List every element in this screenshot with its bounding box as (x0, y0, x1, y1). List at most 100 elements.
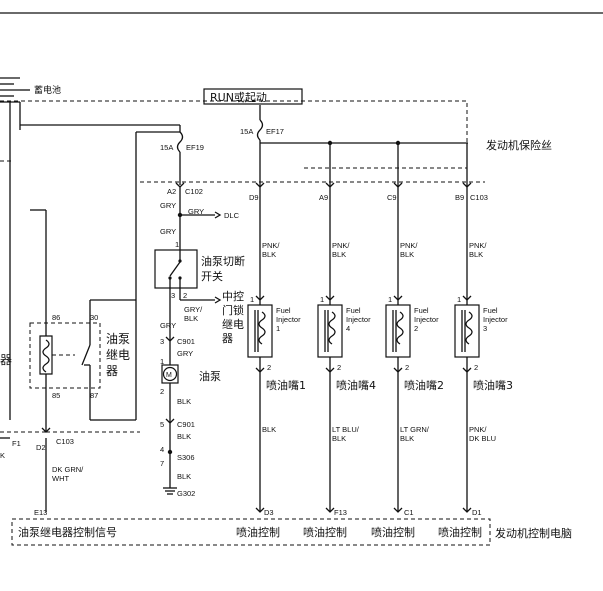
conn-c103-top: C103 (470, 193, 488, 202)
conn-f1: F1 (12, 439, 21, 448)
injector-name-cn: 喷油嘴2 (404, 378, 444, 392)
conn-c102: C102 (185, 187, 203, 196)
injector-body (454, 304, 480, 358)
relay-label-3: 器 (106, 364, 118, 378)
lock-relay-label-4: 器 (222, 332, 233, 345)
battery-label: 蓄电池 (34, 84, 61, 96)
injector-ecm-chevron (255, 507, 265, 513)
injector-top-wire: PNK/ (332, 241, 350, 250)
injector-bottom-wire-2: BLK (400, 434, 414, 443)
conn-c901: C901 (177, 337, 195, 346)
ecm-inj-ctrl-3: 喷油控制 (371, 525, 415, 539)
relay-label-2: 继电 (106, 348, 130, 362)
injector-top-wire-2: BLK (469, 250, 483, 259)
relay-pin-85: 85 (52, 391, 60, 400)
wire-gry-2: GRY (160, 227, 176, 236)
injector-name-en-2: Injector (483, 315, 508, 324)
ecm-inj-ctrl-1: 喷油控制 (236, 525, 280, 539)
injectors-group: PNK/BLK1FuelInjector12喷油嘴1BLKPNK/BLK1Fue… (247, 241, 513, 513)
battery-symbol (0, 77, 30, 103)
ef17-label: EF17 (266, 127, 284, 136)
injector-pin-bottom: 2 (405, 363, 409, 372)
injector-name-en: Fuel (346, 306, 361, 315)
injector-pin-top: 1 (250, 295, 254, 304)
ground-g302-symbol (163, 487, 177, 495)
wire-dk-grn: DK GRN/ (52, 465, 84, 474)
injector-ecm-chevron (393, 507, 403, 513)
conn-a2: A2 (167, 187, 176, 196)
lock-relay-label-2: 门锁 (222, 303, 244, 317)
lock-relay-label-1: 中控 (222, 289, 244, 303)
wire-gry-dlc: GRY (188, 207, 204, 216)
injector-name-en: Fuel (483, 306, 498, 315)
injector-name-en-2: Injector (346, 315, 371, 324)
relay-pin-30: 30 (90, 313, 98, 322)
pump-motor-m: M (166, 372, 172, 379)
injector-pin-top: 1 (320, 295, 324, 304)
fuse-box-label: 发动机保险丝 (486, 138, 552, 152)
wire-blk-3: BLK (177, 472, 191, 481)
dlc-arrow (214, 211, 222, 219)
wire-blk-2: BLK (177, 432, 191, 441)
cutoff-switch-box (154, 249, 198, 289)
injector-coil (328, 311, 336, 345)
ef19-label: EF19 (186, 143, 204, 152)
relay-box (29, 322, 101, 389)
pin-5: 5 (160, 420, 164, 429)
fuse-ef17 (256, 105, 468, 144)
injector-name-cn: 喷油嘴4 (336, 378, 376, 392)
injector-body (317, 304, 343, 358)
injector-coil (465, 311, 473, 345)
injector-name-en: Fuel (414, 306, 429, 315)
ecm-inj-ctrl-4: 喷油控制 (438, 525, 482, 539)
ecm-label: 发动机控制电脑 (495, 526, 572, 540)
injector-feeds (259, 140, 468, 300)
fuse-ef19 (176, 131, 184, 185)
injector-top-wire-2: BLK (400, 250, 414, 259)
wire-gry-blk-1: GRY/ (184, 305, 203, 314)
injector-coil (396, 311, 404, 345)
relay-pin-86: 86 (52, 313, 60, 322)
injector-bottom-wire: BLK (262, 425, 276, 434)
c901-chevron (165, 336, 175, 342)
wire-wht: WHT (52, 474, 69, 483)
left-wire-k: K (0, 451, 5, 460)
pin-7: 7 (160, 459, 164, 468)
switch-pin-3: 3 (171, 291, 175, 300)
wire-blk-1: BLK (177, 397, 191, 406)
injector-bottom-wire: LT GRN/ (400, 425, 430, 434)
conn-d2: D2 (36, 443, 46, 452)
fuse-box-outline (0, 100, 485, 183)
run-label: RUN或起动 (210, 91, 267, 104)
cutoff-switch-label-2: 开关 (201, 269, 223, 283)
conn-c103-bottom: C103 (56, 437, 74, 446)
top-connector-chevrons (175, 182, 472, 188)
injector-pin-top: 1 (457, 295, 461, 304)
conn-d9: D9 (249, 193, 259, 202)
ef17-amp: 15A (240, 127, 253, 136)
conn-d1: D1 (472, 508, 482, 517)
injector-top-wire-2: BLK (262, 250, 276, 259)
conn-g302: G302 (177, 489, 195, 498)
dlc-label: DLC (224, 211, 240, 220)
injector-bottom-wire-2: DK BLU (469, 434, 496, 443)
relay-coil-and-switch (39, 310, 91, 388)
injector-coil (258, 311, 266, 345)
conn-c901b: C901 (177, 420, 195, 429)
pump-motor-icon (162, 366, 178, 382)
conn-d3: D3 (264, 508, 274, 517)
motor-pin-1: 1 (160, 357, 164, 366)
lock-relay-label-3: 继电 (222, 318, 244, 331)
cutoff-switch-label-1: 油泵切断 (201, 254, 245, 268)
injector-body (247, 304, 273, 358)
injector-bottom-wire: PNK/ (469, 425, 487, 434)
conn-b9: B9 (455, 193, 464, 202)
injector-number: 4 (346, 324, 350, 333)
motor-pin-2: 2 (160, 387, 164, 396)
wire-gry-pump: GRY (177, 349, 193, 358)
